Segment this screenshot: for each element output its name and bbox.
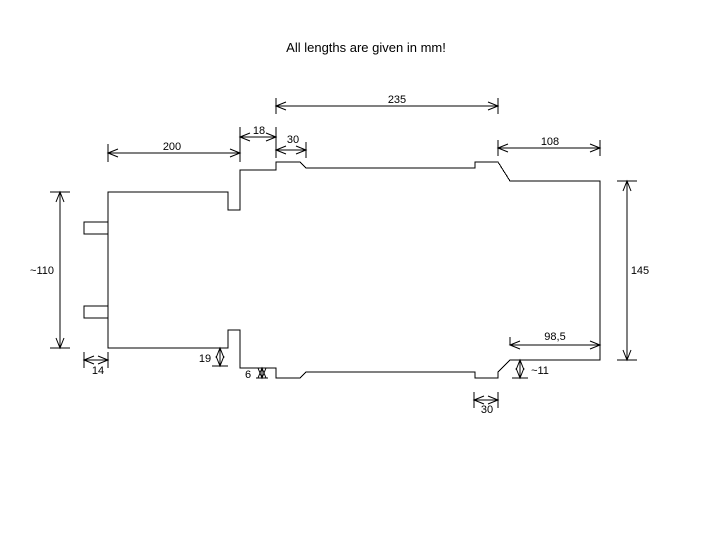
tab-lower — [83, 305, 109, 319]
dim-label-30-bottom: 30 — [481, 404, 493, 416]
dim-19-line — [215, 346, 225, 368]
dim-30-bottom-line — [472, 395, 500, 405]
dim-19-extension — [212, 347, 228, 367]
dim-145-extension — [617, 180, 637, 361]
drawing-title: All lengths are given in mm! — [286, 40, 446, 55]
dim-label-19: 19 — [199, 353, 211, 365]
dim-98-5-extension — [509, 337, 511, 345]
dim-110-line — [55, 190, 65, 350]
dim-11-line — [515, 358, 525, 380]
dim-label-6: 6 — [245, 369, 251, 381]
dim-label-11: ~11 — [531, 365, 549, 377]
dim-label-98-5: 98,5 — [544, 331, 565, 343]
dim-14-line — [82, 355, 110, 365]
dim-110-extension — [50, 191, 70, 349]
dim-145-line — [622, 179, 632, 362]
dim-14-extension — [83, 352, 109, 368]
dim-235-extension — [275, 98, 499, 114]
dim-30-top-line — [274, 145, 308, 155]
dim-11-extension — [512, 359, 528, 379]
dim-label-14: 14 — [92, 365, 104, 377]
dim-30-bottom-extension — [473, 392, 499, 408]
part-outline — [107, 161, 601, 379]
tab-upper — [83, 221, 109, 235]
dim-label-200: 200 — [163, 141, 181, 153]
dim-30-top-extension — [275, 140, 307, 158]
dim-6-extension — [256, 367, 268, 379]
dim-label-110: ~110 — [30, 265, 54, 277]
dim-label-235: 235 — [388, 94, 406, 106]
dim-label-18: 18 — [253, 125, 265, 137]
dim-6-line — [257, 366, 267, 380]
dim-108-extension — [497, 140, 601, 156]
dim-label-145: 145 — [631, 265, 649, 277]
dim-label-30-top: 30 — [287, 134, 299, 146]
dim-label-108: 108 — [541, 136, 559, 148]
